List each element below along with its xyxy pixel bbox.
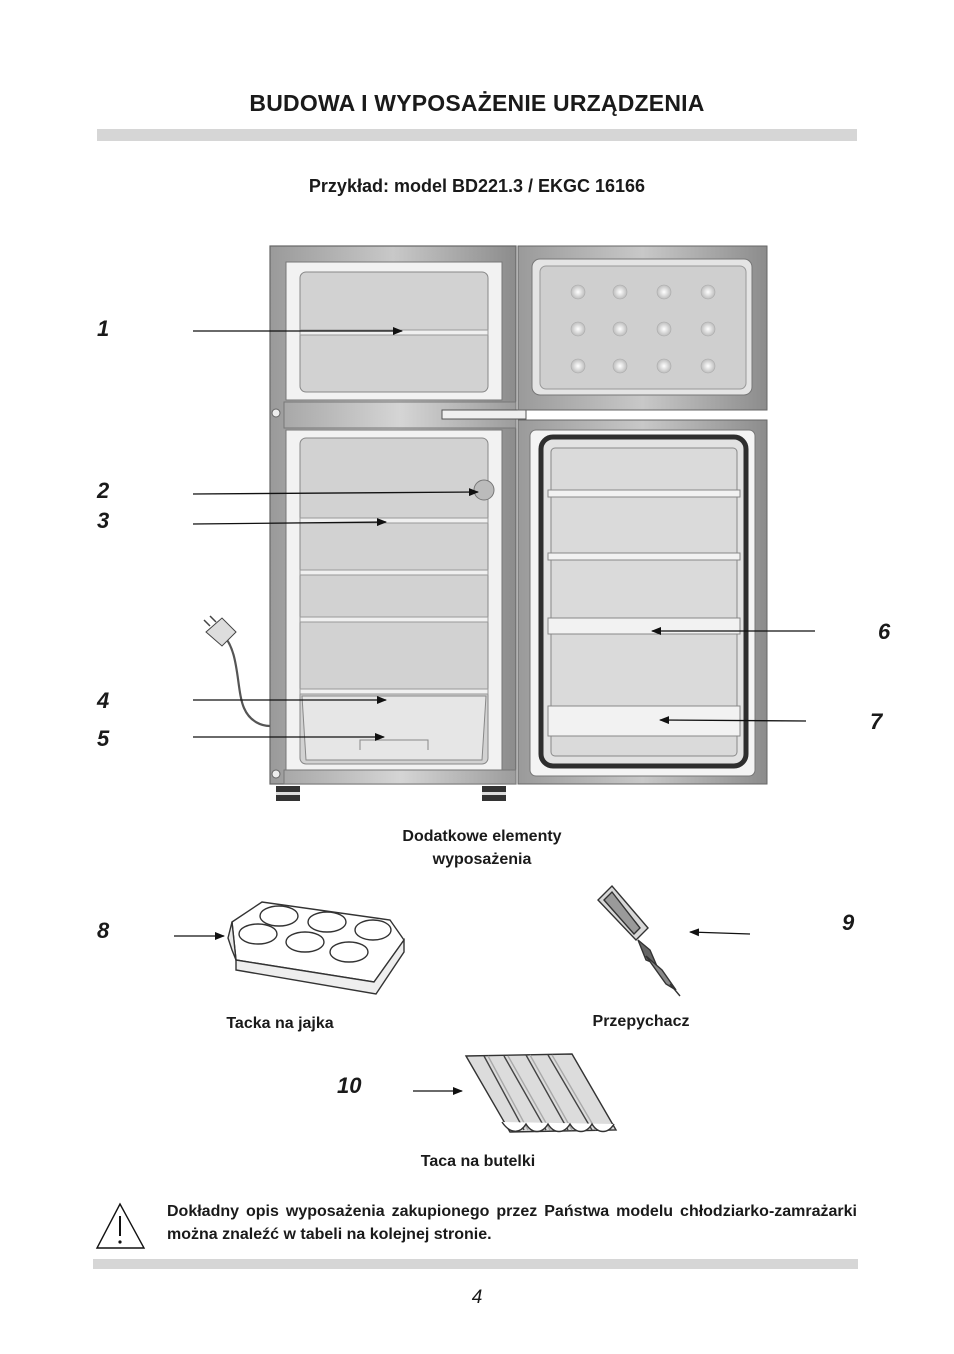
bottle-tray-illustration bbox=[464, 1053, 618, 1133]
bottle-tray-caption: Taca na butelki bbox=[420, 1153, 536, 1170]
callout-3: 3 bbox=[97, 508, 110, 533]
callout-7: 7 bbox=[870, 709, 883, 734]
callout-8: 8 bbox=[97, 918, 110, 943]
callout-10: 10 bbox=[337, 1073, 362, 1098]
page-title: BUDOWA I WYPOSAŻENIE URZĄDZENIA bbox=[249, 90, 705, 116]
pusher-illustration bbox=[597, 884, 681, 997]
footer-rule bbox=[93, 1259, 858, 1269]
callout-2: 2 bbox=[97, 478, 110, 503]
accessories-heading-line1: Dodatkowe elementy bbox=[402, 828, 562, 845]
callout-4: 4 bbox=[97, 688, 110, 713]
note-text: Dokładny opis wyposażenia zakupionego pr… bbox=[167, 1203, 857, 1243]
callout-9: 9 bbox=[842, 910, 855, 935]
accessories-heading-line2: wyposażenia bbox=[432, 851, 532, 868]
warning-icon bbox=[95, 1202, 146, 1249]
callout-1: 1 bbox=[97, 316, 110, 341]
callout-6: 6 bbox=[878, 619, 891, 644]
egg-tray-caption: Tacka na jajka bbox=[226, 1015, 334, 1032]
header-rule bbox=[97, 129, 857, 141]
pusher-caption: Przepychacz bbox=[592, 1013, 690, 1030]
egg-tray-illustration bbox=[227, 901, 405, 995]
page-number: 4 bbox=[471, 1287, 483, 1308]
model-subtitle: Przykład: model BD221.3 / EKGC 16166 bbox=[308, 176, 646, 196]
callout-5: 5 bbox=[97, 726, 110, 751]
